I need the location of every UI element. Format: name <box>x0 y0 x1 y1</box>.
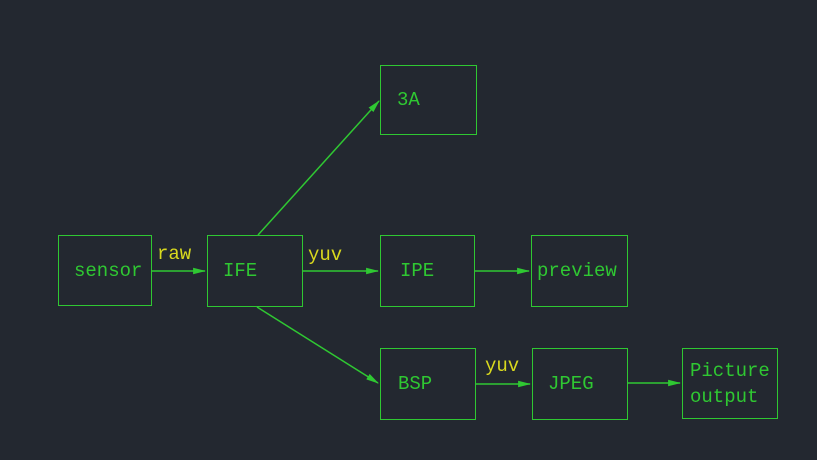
node-picture-output-label-line1: Picture <box>690 359 770 382</box>
edge-label-raw: raw <box>157 243 192 265</box>
node-sensor[interactable]: sensor <box>58 235 152 306</box>
node-bsp-label: BSP <box>398 373 433 395</box>
node-preview-label: preview <box>537 260 617 282</box>
node-3a[interactable]: 3A <box>380 65 477 135</box>
node-picture-output-label-line2: output <box>690 385 759 408</box>
node-sensor-label: sensor <box>74 259 143 282</box>
edge-ife-bsp[interactable] <box>256 306 379 384</box>
node-jpeg[interactable]: JPEG <box>532 348 628 420</box>
node-ipe-label: IPE <box>400 260 435 282</box>
node-ipe[interactable]: IPE <box>380 235 475 307</box>
node-preview[interactable]: preview <box>531 235 628 307</box>
node-ife[interactable]: IFE <box>207 235 303 307</box>
node-ife-label: IFE <box>223 260 258 282</box>
edge-ife-3a[interactable] <box>257 100 380 236</box>
edge-label-yuv-bottom: yuv <box>485 355 520 377</box>
node-jpeg-label: JPEG <box>548 373 594 395</box>
edge-label-yuv-top: yuv <box>308 244 343 266</box>
node-picture-output[interactable]: Picture output <box>682 348 778 419</box>
node-3a-label: 3A <box>397 89 420 111</box>
node-bsp[interactable]: BSP <box>380 348 476 420</box>
